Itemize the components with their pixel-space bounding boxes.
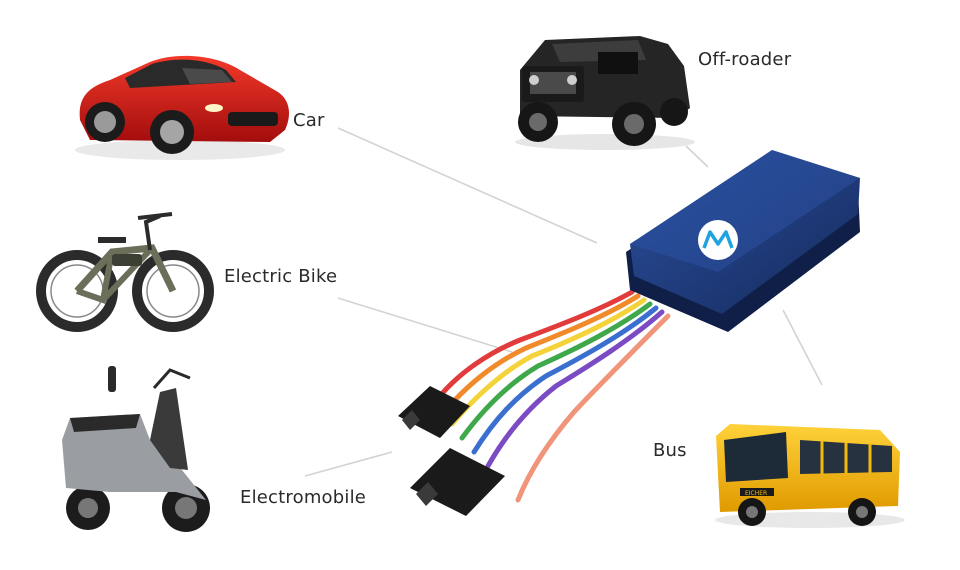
connector-line-electromobile xyxy=(304,451,393,477)
device-wires xyxy=(437,289,671,503)
electric-bike-illustration xyxy=(36,212,214,332)
connector-line-off-roader xyxy=(685,145,709,168)
label-bus: Bus xyxy=(653,440,687,461)
electromobile-illustration xyxy=(62,366,210,532)
bus-illustration: EICHER xyxy=(715,424,905,528)
connector-line-car xyxy=(337,127,598,244)
label-electromobile: Electromobile xyxy=(240,487,367,508)
wire-connectors xyxy=(398,386,505,516)
car-illustration xyxy=(75,55,290,160)
label-car: Car xyxy=(293,110,325,131)
connector-line-bus xyxy=(782,309,823,386)
label-electric-bike: Electric Bike xyxy=(224,266,338,287)
connector-line-electric-bike xyxy=(337,297,513,353)
gps-tracker-device xyxy=(626,150,860,332)
label-off-roader: Off-roader xyxy=(698,49,792,70)
brand-logo-icon xyxy=(698,220,738,260)
connector-lines xyxy=(304,127,823,477)
off-roader-illustration xyxy=(515,36,695,150)
bus-brand-text: EICHER xyxy=(745,490,767,497)
